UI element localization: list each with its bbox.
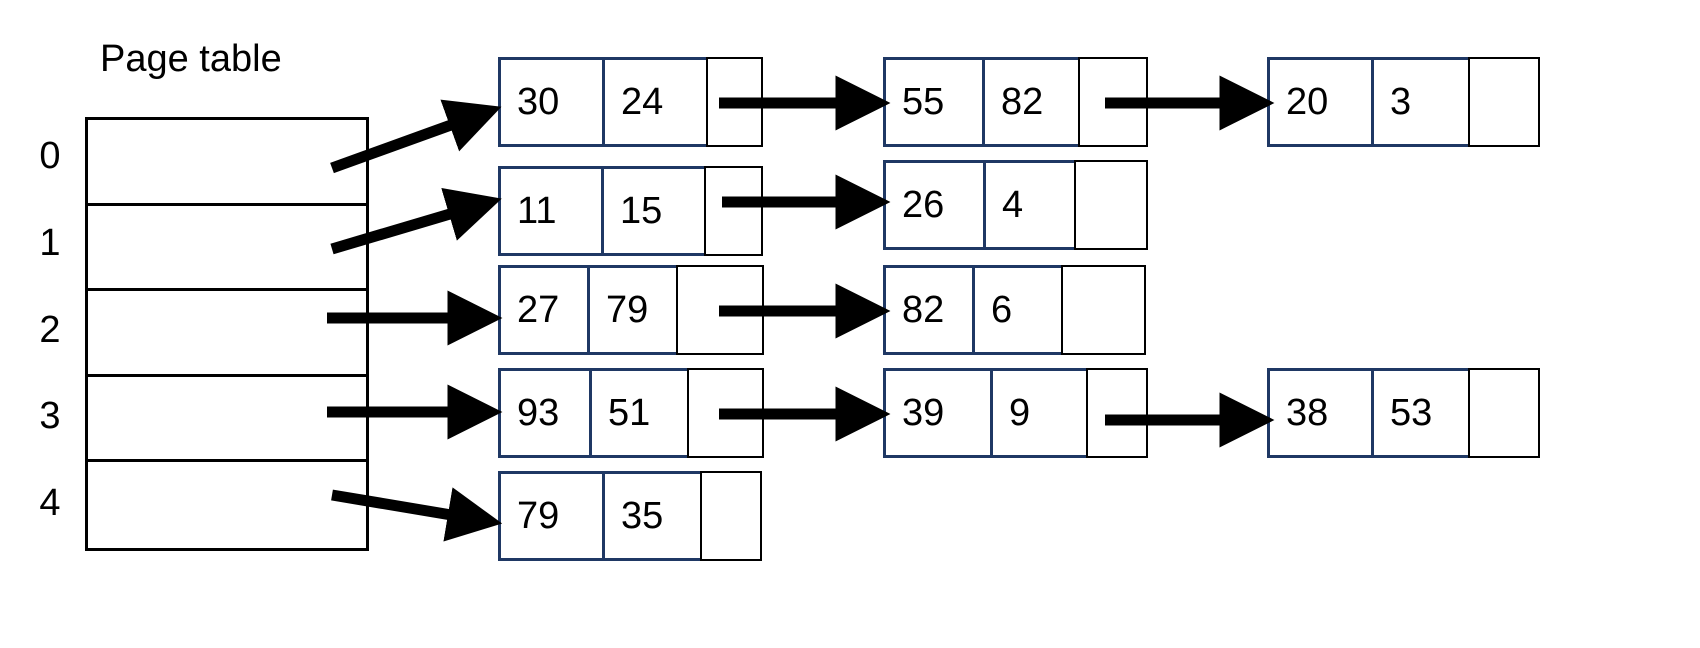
chain-1-node-0: 11 15 — [498, 166, 763, 256]
chain-3-node-0-key-cell: 93 — [498, 368, 592, 458]
page-table-row[interactable] — [88, 376, 366, 463]
chain-3-node-2-value-cell: 53 — [1371, 368, 1471, 458]
chain-2-node-1-key-cell: 82 — [883, 265, 975, 355]
chain-4-node-0: 79 35 — [498, 471, 762, 561]
chain-1-node-0-key-cell: 11 — [498, 166, 604, 256]
chain-0-node-2: 20 3 — [1267, 57, 1540, 147]
chain-1-node-1-value-cell: 4 — [983, 160, 1077, 250]
chain-2-node-0-pointer-cell — [676, 265, 764, 355]
chain-3-node-0-pointer-cell — [687, 368, 764, 458]
chain-4-node-0-key-cell: 79 — [498, 471, 605, 561]
chain-3-node-1-pointer-cell — [1086, 368, 1148, 458]
chain-0-node-0: 30 24 — [498, 57, 763, 147]
chain-3-node-0: 93 51 — [498, 368, 764, 458]
chain-0-node-1-key-cell: 55 — [883, 57, 985, 147]
chain-2-node-0-key-cell: 27 — [498, 265, 590, 355]
chain-3-node-0-value-cell: 51 — [589, 368, 690, 458]
chain-4-node-0-pointer-cell — [700, 471, 762, 561]
page-table-index-3: 3 — [39, 395, 61, 437]
chain-0-node-1-value-cell: 82 — [982, 57, 1081, 147]
chain-3-node-2: 38 53 — [1267, 368, 1540, 458]
chain-2-node-0-value-cell: 79 — [587, 265, 679, 355]
chain-3-node-2-key-cell: 38 — [1267, 368, 1374, 458]
chain-3-node-1-value-cell: 9 — [990, 368, 1089, 458]
chain-0-node-2-key-cell: 20 — [1267, 57, 1374, 147]
page-table-index-4: 4 — [39, 482, 61, 524]
chain-0-node-1-pointer-cell — [1078, 57, 1148, 147]
page-table-row[interactable] — [88, 205, 366, 292]
chain-3-node-1: 39 9 — [883, 368, 1148, 458]
chain-2-node-0: 27 79 — [498, 265, 764, 355]
page-table — [85, 117, 369, 551]
page-table-index-2: 2 — [39, 309, 61, 351]
page-table-index-0: 0 — [39, 135, 61, 177]
chain-0-node-0-key-cell: 30 — [498, 57, 605, 147]
chain-1-node-1: 26 4 — [883, 160, 1148, 250]
chain-1-node-0-value-cell: 15 — [601, 166, 707, 256]
chain-0-node-0-value-cell: 24 — [602, 57, 709, 147]
chain-0-node-1: 55 82 — [883, 57, 1148, 147]
page-table-index-1: 1 — [39, 222, 61, 264]
chain-0-node-2-pointer-cell — [1468, 57, 1540, 147]
chain-0-node-0-pointer-cell — [706, 57, 763, 147]
chain-2-node-1-pointer-cell — [1061, 265, 1146, 355]
chain-4-node-0-value-cell: 35 — [602, 471, 703, 561]
page-table-title: Page table — [100, 38, 282, 80]
page-table-row[interactable] — [88, 120, 366, 206]
chain-1-node-1-pointer-cell — [1074, 160, 1148, 250]
chain-2-node-1-value-cell: 6 — [972, 265, 1064, 355]
chain-3-node-2-pointer-cell — [1468, 368, 1540, 458]
chain-1-node-0-pointer-cell — [704, 166, 763, 256]
chain-1-node-1-key-cell: 26 — [883, 160, 986, 250]
chain-0-node-2-value-cell: 3 — [1371, 57, 1471, 147]
chain-3-node-1-key-cell: 39 — [883, 368, 993, 458]
page-table-row[interactable] — [88, 291, 366, 377]
chain-2-node-1: 82 6 — [883, 265, 1146, 355]
page-table-row[interactable] — [88, 462, 366, 548]
